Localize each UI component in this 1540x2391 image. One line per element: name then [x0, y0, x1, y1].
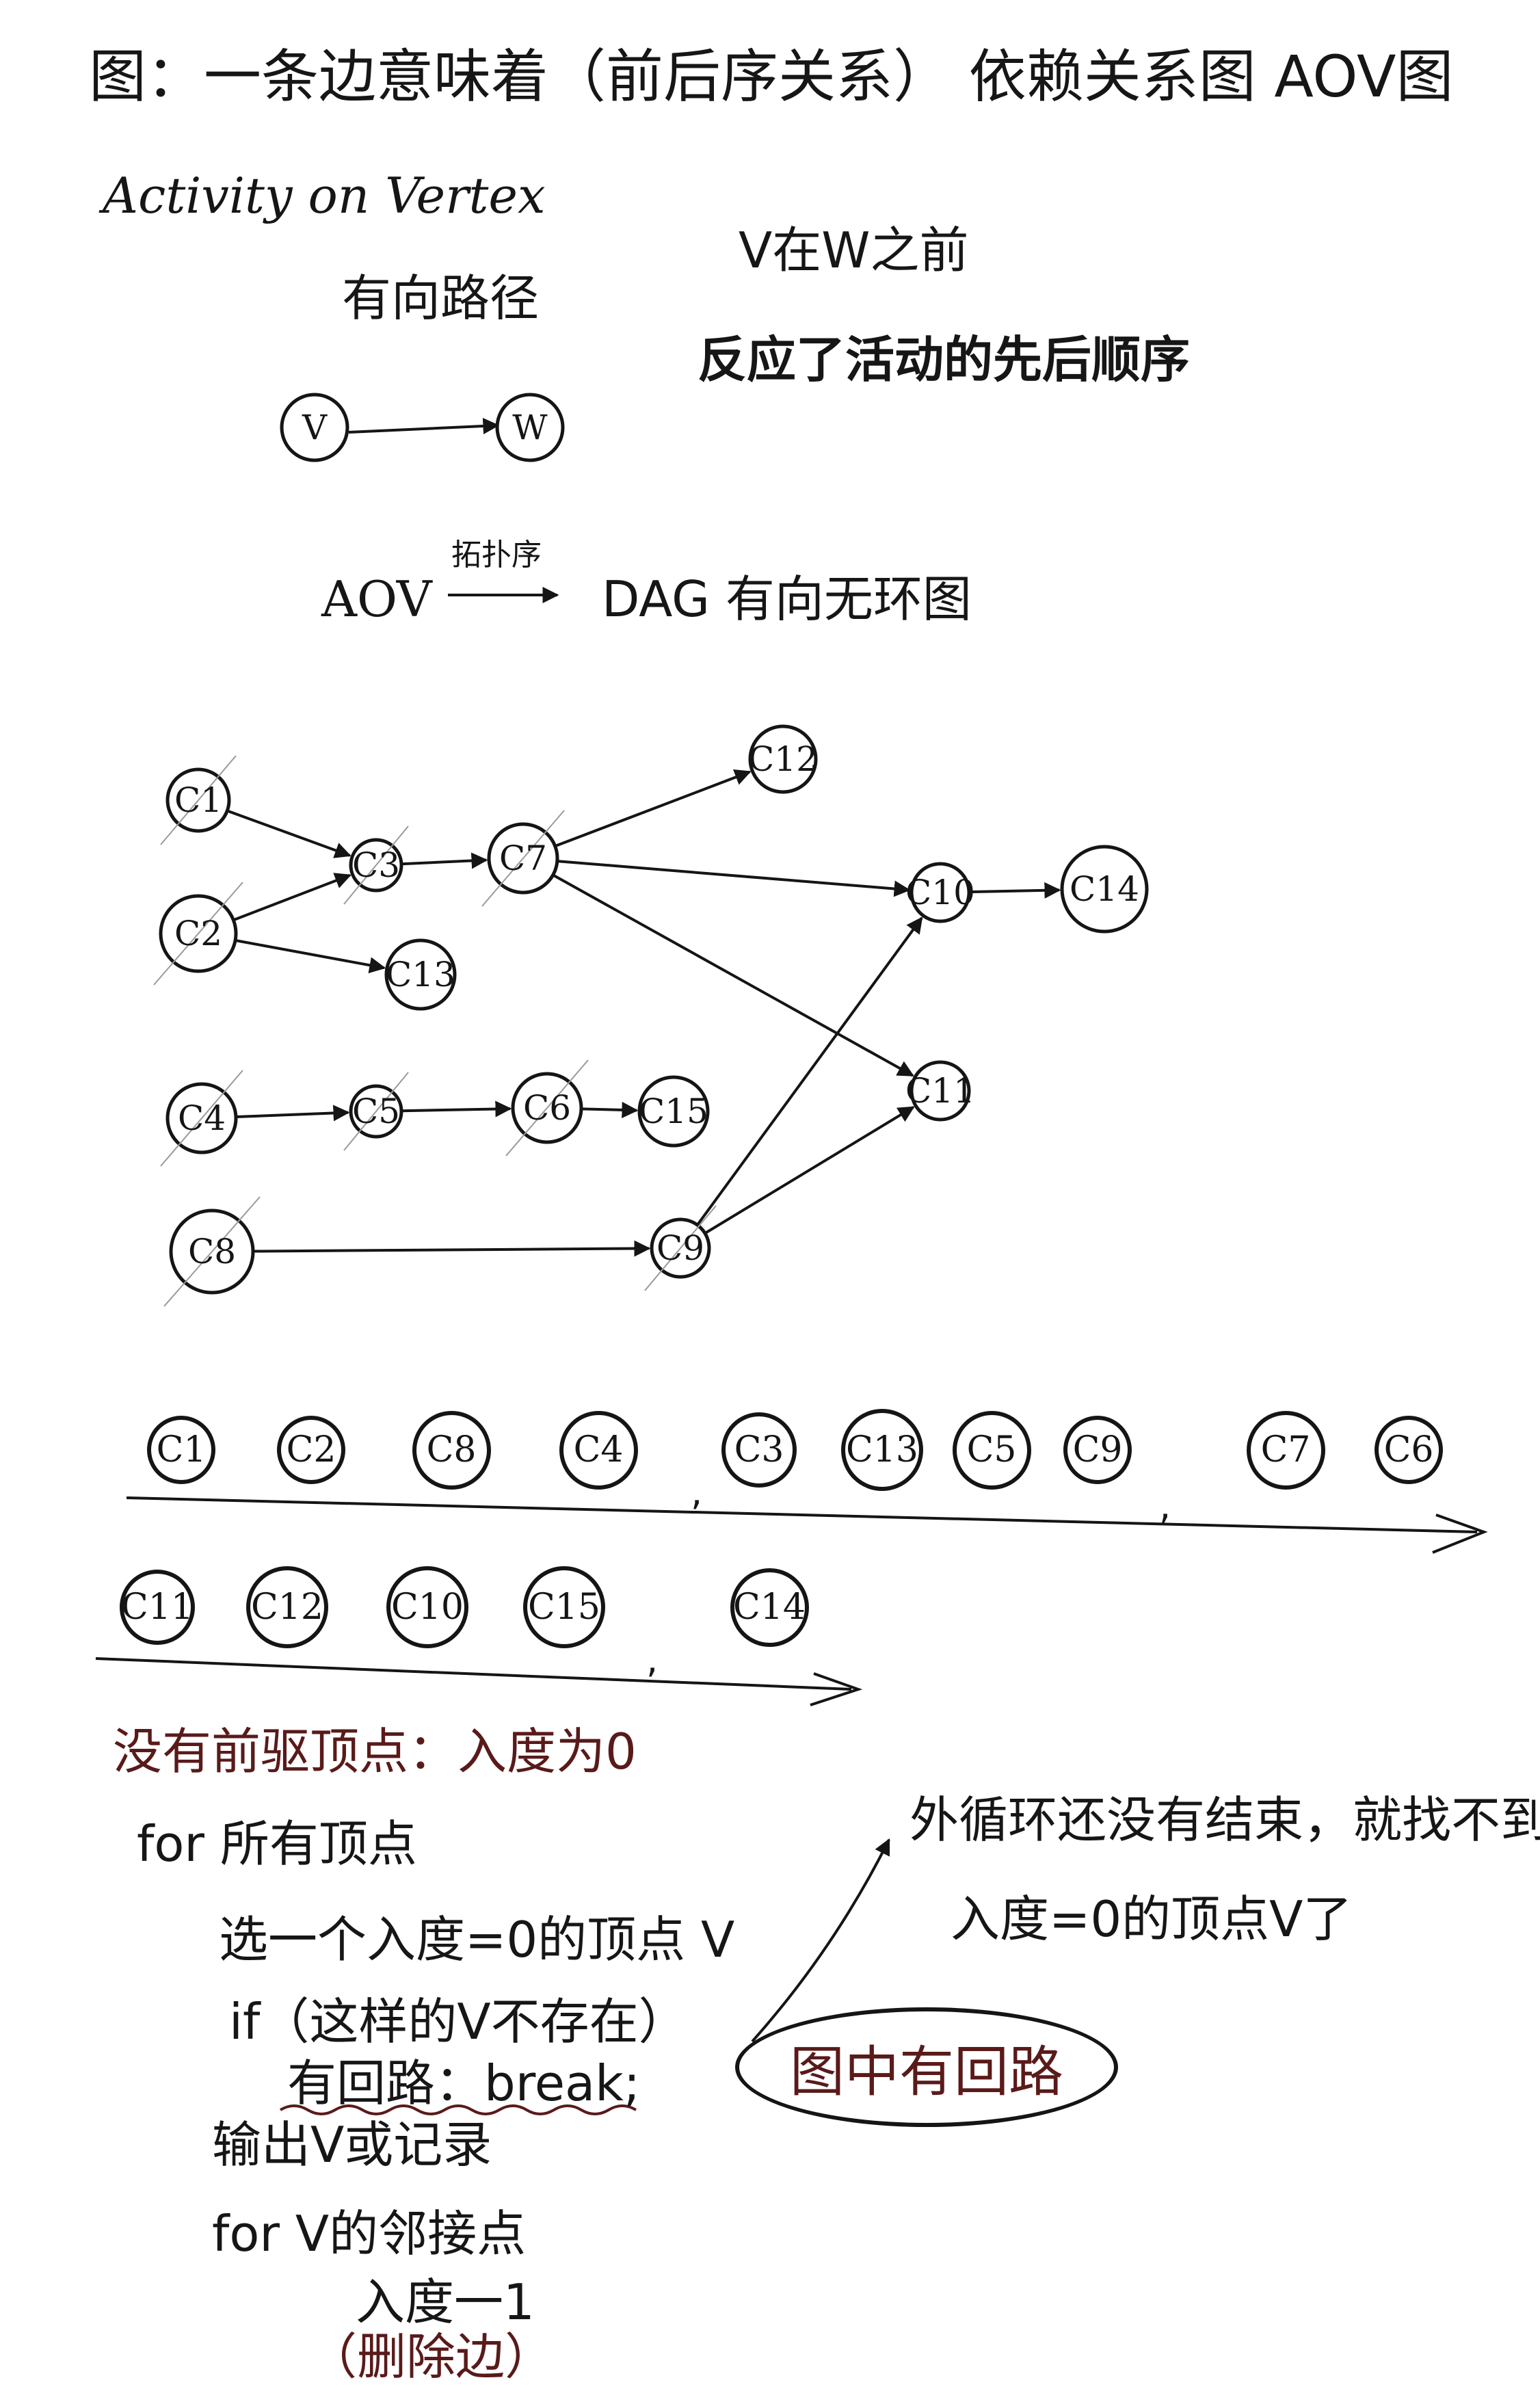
crossed-out-mark-c9 — [644, 1205, 717, 1291]
order-node-c9: C9 — [1063, 1416, 1132, 1484]
order-node-c15: C15 — [523, 1566, 605, 1648]
graph-edges — [226, 769, 1061, 1257]
graph-node-c13 — [384, 938, 457, 1011]
order-line-1-arrowhead — [1432, 1514, 1488, 1554]
order-separator-1: , — [691, 1470, 703, 1514]
graph-node-label-c2: C2 — [174, 914, 222, 953]
order-node-c6: C6 — [1375, 1416, 1443, 1484]
graph-node-label-c15: C15 — [639, 1092, 708, 1131]
break-underline — [279, 2104, 637, 2115]
graph-edge-c1-c3 — [226, 809, 351, 858]
graph-node-label-c8: C8 — [188, 1232, 236, 1271]
path-example: V W — [280, 393, 565, 462]
graph-node-label-c11: C11 — [905, 1071, 975, 1111]
order-node-c13: C13 — [841, 1409, 923, 1491]
graph-edge-c9-c11 — [704, 1106, 915, 1234]
crossed-out-mark-c1 — [160, 755, 237, 845]
graph-edge-c5-c6 — [401, 1100, 512, 1118]
graph-node-label-c4: C4 — [178, 1098, 226, 1138]
dag-label: DAG 有向无环图 — [602, 570, 972, 628]
graph-node-c12 — [748, 724, 818, 794]
graph-edge-c4-c5 — [235, 1105, 350, 1122]
graph-node-label-c6: C6 — [523, 1088, 571, 1128]
order-line-2 — [95, 1657, 852, 1691]
graph-edge-c9-c10 — [696, 916, 923, 1226]
cycle-callout: 图中有回路 — [735, 2007, 1118, 2127]
graph-edge-c7-c10 — [557, 860, 911, 897]
path-node-w — [495, 393, 565, 462]
graph-node-label-c3: C3 — [352, 845, 400, 885]
graph-node-label-c12: C12 — [748, 739, 818, 779]
algo-line-6: for V的邻接点 — [212, 2205, 527, 2262]
v-before-w-note: V在W之前 — [739, 222, 969, 279]
crossed-out-mark-c2 — [153, 882, 243, 986]
graph-edge-c7-c12 — [555, 769, 752, 848]
graph-node-label-c7: C7 — [499, 838, 547, 878]
graph-edge-c2-c13 — [235, 939, 386, 974]
graph-node-c14 — [1060, 845, 1149, 934]
graph-node-label-c5: C5 — [352, 1092, 400, 1131]
activity-order-note: 反应了活动的先后顺序 — [698, 331, 1191, 388]
order-separator-3: , — [646, 1638, 659, 1681]
graph-node-label-c1: C1 — [174, 780, 222, 820]
graph-edge-c3-c7 — [401, 852, 488, 869]
graph-node-label-c9: C9 — [656, 1228, 704, 1268]
order-node-c4: C4 — [559, 1410, 638, 1490]
graph-edge-c2-c3 — [233, 873, 351, 922]
crossed-out-mark-c5 — [343, 1072, 409, 1151]
algo-line-3: if（这样的V不存在） — [229, 1993, 688, 2050]
page-title: 图：一条边意味着（前后序关系） 依赖关系图 AOV图 — [89, 43, 1454, 110]
directed-path-label: 有向路径 — [342, 269, 540, 327]
graph-edge-c8-c9 — [252, 1240, 651, 1257]
order-line-1 — [126, 1496, 1478, 1533]
algo-line-4: 有回路：break; — [287, 2055, 641, 2112]
path-node-v-label: V — [302, 408, 328, 447]
order-node-c10: C10 — [386, 1566, 468, 1648]
algo-line-2: 选一个入度=0的顶点 V — [219, 1911, 735, 1968]
algo-line-1: for 所有顶点 — [137, 1815, 417, 1873]
path-edge — [348, 418, 500, 434]
path-node-v — [280, 393, 349, 462]
page-subtitle: Activity on Vertex — [103, 167, 546, 224]
graph-node-c15 — [637, 1075, 710, 1148]
crossed-out-mark-c6 — [505, 1059, 589, 1157]
order-node-c12: C12 — [246, 1566, 328, 1648]
order-node-c7: C7 — [1246, 1410, 1325, 1490]
order-node-c11: C11 — [120, 1570, 195, 1645]
graph-node-label-c10: C10 — [905, 873, 975, 912]
algo-line-7: 入度一1 — [356, 2273, 535, 2331]
side-note-line-2: 入度=0的顶点V了 — [951, 1890, 1353, 1948]
algo-heading: 没有前驱顶点：入度为0 — [113, 1723, 637, 1780]
algo-line-8: （删除边） — [308, 2328, 555, 2386]
cycle-callout-text: 图中有回路 — [790, 2039, 1063, 2104]
graph-edge-c7-c11 — [552, 873, 914, 1077]
graph-node-c10 — [910, 862, 971, 923]
order-node-c14: C14 — [730, 1568, 809, 1647]
order-separator-2: , — [1159, 1484, 1171, 1527]
graph-edge-c6-c15 — [581, 1101, 639, 1118]
side-note-arrow — [751, 1838, 890, 2043]
graph-node-label-c14: C14 — [1070, 869, 1139, 909]
order-line-2-arrowhead — [810, 1672, 863, 1706]
order-node-c8: C8 — [412, 1410, 491, 1490]
graph-node-c11 — [910, 1060, 971, 1122]
aov-label: AOV — [321, 570, 432, 628]
side-note-line-1: 外循环还没有结束，就找不到 — [910, 1791, 1540, 1849]
graph-node-label-c13: C13 — [386, 955, 455, 994]
algo-line-5: 输出V或记录 — [212, 2116, 492, 2174]
crossed-out-mark-c8 — [163, 1196, 261, 1307]
order-node-c1: C1 — [147, 1416, 215, 1484]
order-node-c2: C2 — [277, 1416, 345, 1484]
crossed-out-mark-c7 — [481, 810, 565, 907]
graph-edge-c10-c14 — [968, 882, 1061, 899]
order-node-c5: C5 — [952, 1410, 1031, 1490]
crossed-out-mark-c4 — [160, 1070, 243, 1167]
path-node-w-label: W — [512, 408, 548, 447]
crossed-out-mark-c3 — [343, 825, 409, 905]
order-node-c3: C3 — [721, 1412, 797, 1488]
topological-order-label: 拓扑序 — [451, 538, 542, 572]
